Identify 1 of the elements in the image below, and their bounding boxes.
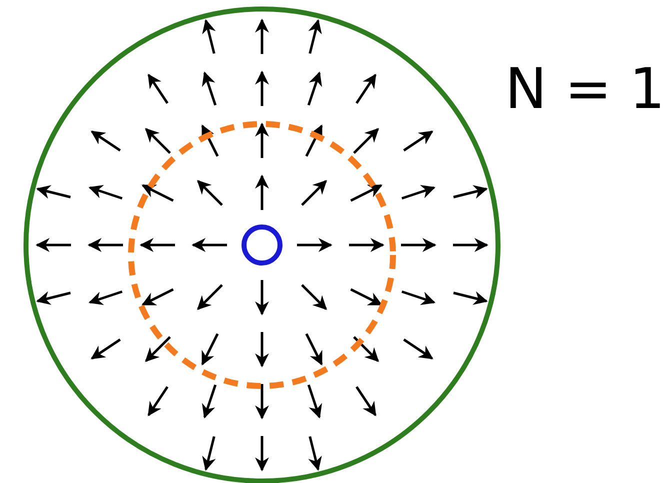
- winding-number-label: N = 1: [505, 62, 665, 118]
